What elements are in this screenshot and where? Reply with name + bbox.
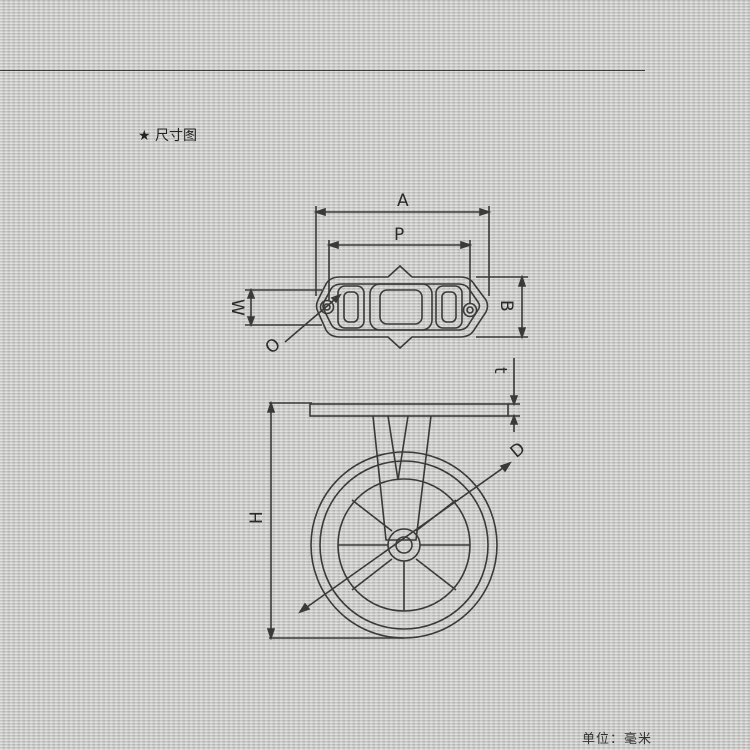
mounting-plate-top-view — [315, 264, 489, 350]
unit-note: 单位：毫米 — [582, 732, 653, 747]
dimension-t-line — [508, 358, 520, 432]
dimension-w-line — [245, 287, 322, 328]
top-rule — [0, 70, 645, 71]
label-p: P — [394, 225, 404, 245]
label-w: W — [227, 299, 247, 316]
dimension-b-line — [476, 274, 528, 340]
label-o: O — [262, 334, 285, 358]
dimension-p-line — [326, 240, 473, 303]
dimension-h-line — [266, 400, 404, 641]
label-h: H — [247, 511, 267, 524]
dimension-o-leader — [284, 293, 342, 343]
label-t: t — [490, 367, 510, 374]
label-a: A — [397, 191, 409, 211]
label-d: D — [507, 439, 530, 463]
label-b: B — [496, 300, 516, 312]
caster-side-view — [309, 403, 509, 639]
dimension-d-line — [298, 461, 512, 614]
section-heading: ★ 尺寸图 — [138, 128, 198, 144]
dimension-a-line — [313, 206, 492, 296]
